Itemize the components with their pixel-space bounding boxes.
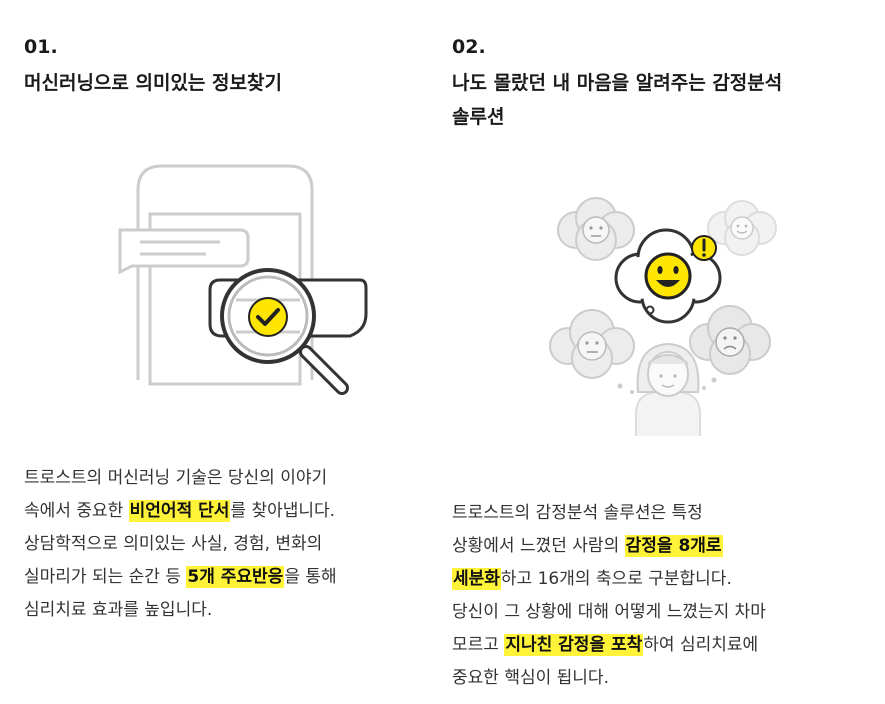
desc-text: 상담학적으로 의미있는 사실, 경험, 변화의 <box>24 534 323 554</box>
desc-line: 상담학적으로 의미있는 사실, 경험, 변화의 <box>24 528 337 561</box>
section-description: 트로스트의 감정분석 솔루션은 특정 상황에서 느꼈던 사람의 감정을 8개로 … <box>452 497 766 695</box>
chat-bubble-icon <box>118 228 250 275</box>
desc-text: 하여 심리치료에 <box>643 635 759 655</box>
desc-text: 상황에서 느꼈던 사람의 <box>452 536 625 556</box>
desc-text: 을 통해 <box>284 567 337 587</box>
desc-text: 심리치료 효과를 높입니다. <box>24 600 213 620</box>
desc-line: 모르고 지나친 감정을 포착하여 심리치료에 <box>452 629 766 662</box>
desc-line: 트로스트의 감정분석 솔루션은 특정 <box>452 497 766 530</box>
section-machine-learning: 01. 머신러닝으로 의미있는 정보찾기 <box>24 0 424 704</box>
section-title-line: 솔루션 <box>452 106 505 128</box>
highlight-text: 세분화 <box>452 568 501 590</box>
section-number: 01. <box>24 36 58 58</box>
exclamation-icon <box>691 235 717 261</box>
desc-text: 당신이 그 상황에 대해 어떻게 느꼈는지 차마 <box>452 602 766 622</box>
highlight-text: 비언어적 단서 <box>128 500 231 522</box>
desc-text: 를 찾아냅니다. <box>230 501 336 521</box>
desc-text: 트로스트의 감정분석 솔루션은 특정 <box>452 503 703 523</box>
desc-line: 속에서 중요한 비언어적 단서를 찾아냅니다. <box>24 495 337 528</box>
desc-text: 중요한 핵심이 됩니다. <box>452 668 609 688</box>
desc-text: 실마리가 되는 순간 등 <box>24 567 187 587</box>
desc-line: 세분화하고 16개의 축으로 구분합니다. <box>452 563 766 596</box>
section-title: 나도 몰랐던 내 마음을 알려주는 감정분석 솔루션 <box>452 66 782 134</box>
desc-text: 트로스트의 머신러닝 기술은 당신의 이야기 <box>24 468 328 488</box>
desc-line: 심리치료 효과를 높입니다. <box>24 594 337 627</box>
desc-line: 실마리가 되는 순간 등 5개 주요반응을 통해 <box>24 561 337 594</box>
emotion-clouds-icon <box>549 197 777 394</box>
illustration-svg <box>549 197 777 436</box>
highlight-text: 지나친 감정을 포착 <box>504 634 644 656</box>
happy-face-icon <box>614 228 722 324</box>
section-description: 트로스트의 머신러닝 기술은 당신의 이야기 속에서 중요한 비언어적 단서를 … <box>24 462 337 627</box>
section-title-line: 나도 몰랐던 내 마음을 알려주는 감정분석 <box>452 72 783 94</box>
highlight-text: 5개 주요반응 <box>186 566 285 588</box>
desc-line: 상황에서 느꼈던 사람의 감정을 8개로 <box>452 530 766 563</box>
illustration-svg <box>118 164 368 395</box>
section-number: 02. <box>452 36 486 58</box>
desc-line: 중요한 핵심이 됩니다. <box>452 662 766 695</box>
section-title-line: 머신러닝으로 의미있는 정보찾기 <box>24 72 282 94</box>
desc-text: 하고 16개의 축으로 구분합니다. <box>500 569 732 589</box>
person-icon <box>635 342 701 436</box>
section-emotion-analysis: 02. 나도 몰랐던 내 마음을 알려주는 감정분석 솔루션 <box>452 0 872 704</box>
magnifier-check-icon <box>220 268 349 395</box>
desc-line: 트로스트의 머신러닝 기술은 당신의 이야기 <box>24 462 337 495</box>
emotion-illustration <box>548 196 788 436</box>
section-title: 머신러닝으로 의미있는 정보찾기 <box>24 66 282 100</box>
desc-text: 모르고 <box>452 635 505 655</box>
highlight-text: 감정을 8개로 <box>624 535 723 557</box>
machine-learning-illustration <box>110 160 430 410</box>
desc-line: 당신이 그 상황에 대해 어떻게 느꼈는지 차마 <box>452 596 766 629</box>
desc-text: 속에서 중요한 <box>24 501 129 521</box>
